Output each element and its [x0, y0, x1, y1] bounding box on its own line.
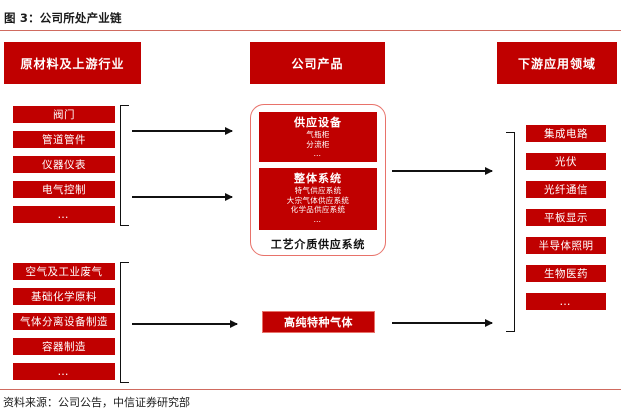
source-note: 资料来源：公司公告，中信证券研究部: [3, 396, 190, 409]
list-item: 半导体照明: [525, 236, 607, 255]
list-item: 阀门: [12, 105, 116, 124]
list-item: 气体分离设备制造: [12, 312, 116, 331]
figure-title: 图 3：公司所处产业链: [4, 11, 122, 25]
bracket-upstream-equipment: [120, 105, 129, 226]
bracket-downstream: [506, 132, 515, 332]
list-item: 集成电路: [525, 124, 607, 143]
product-high-purity-gas: 高纯特种气体: [262, 311, 375, 333]
banner-downstream: 下游应用领域: [497, 42, 617, 84]
product-supply-equipment-item: 气瓶柜: [306, 130, 330, 139]
list-item: 容器制造: [12, 337, 116, 356]
list-item: 空气及工业废气: [12, 262, 116, 281]
list-item: 平板显示: [525, 208, 607, 227]
product-integrated-system: 整体系统 特气供应系统 大宗气体供应系统 化学品供应系统 …: [259, 168, 377, 230]
arrow-upstream-to-gas: [132, 319, 238, 328]
bracket-upstream-materials: [120, 262, 129, 383]
list-item: 电气控制: [12, 180, 116, 199]
arrow-products-to-downstream-1: [392, 166, 493, 175]
product-integrated-system-more: …: [313, 214, 323, 224]
product-integrated-system-item: 化学品供应系统: [290, 205, 346, 214]
arrow-upstream-to-products-2: [132, 192, 233, 201]
product-group-caption: 工艺介质供应系统: [270, 238, 366, 251]
arrow-upstream-to-products-1: [132, 126, 233, 135]
list-item: …: [12, 205, 116, 224]
list-item: 生物医药: [525, 264, 607, 283]
banner-company-products: 公司产品: [250, 42, 385, 84]
product-supply-equipment: 供应设备 气瓶柜 分流柜 …: [259, 112, 377, 162]
footer-divider: [0, 389, 621, 390]
list-item: 光伏: [525, 152, 607, 171]
banner-upstream: 原材料及上游行业: [4, 42, 141, 84]
list-item: 仪器仪表: [12, 155, 116, 174]
list-item: …: [525, 292, 607, 311]
product-supply-equipment-item: 分流柜: [306, 139, 330, 149]
product-supply-equipment-title: 供应设备: [294, 116, 342, 129]
arrow-gas-to-downstream: [392, 318, 493, 327]
product-integrated-system-item: 特气供应系统: [294, 186, 342, 195]
list-item: 管道管件: [12, 130, 116, 149]
title-divider: [0, 30, 621, 31]
product-integrated-system-item: 大宗气体供应系统: [286, 195, 350, 205]
list-item: 基础化学原料: [12, 287, 116, 306]
list-item: …: [12, 362, 116, 381]
list-item: 光纤通信: [525, 180, 607, 199]
product-supply-equipment-more: …: [313, 149, 323, 158]
product-integrated-system-title: 整体系统: [294, 172, 342, 185]
